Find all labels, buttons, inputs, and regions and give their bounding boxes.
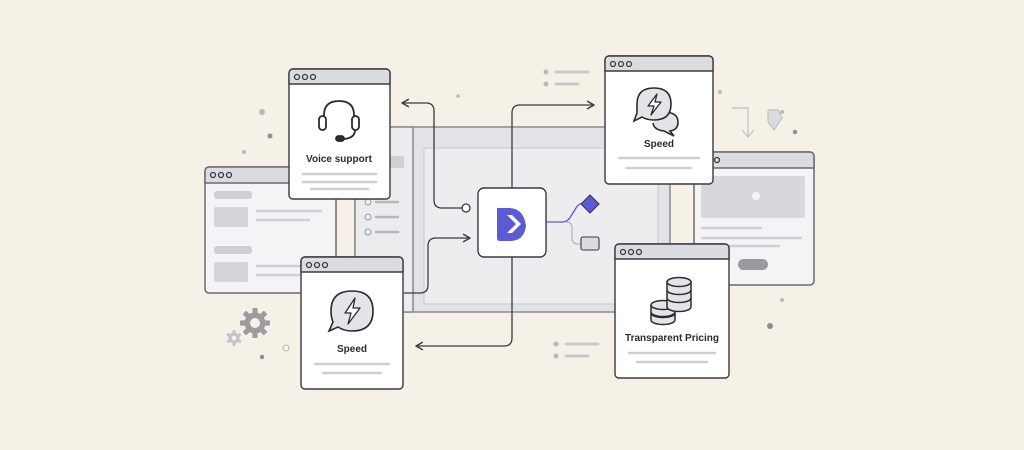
mini-flowchart <box>546 194 600 251</box>
window-controls <box>619 248 643 256</box>
connector-node <box>461 203 471 213</box>
speed-bottom-label: Speed <box>337 344 367 355</box>
window-controls <box>293 73 317 81</box>
transparent-pricing-card: Transparent Pricing <box>614 243 730 379</box>
process-box-icon <box>580 236 600 251</box>
speed-bottom-card: Speed <box>300 256 404 390</box>
decorative-dashes <box>554 70 600 358</box>
window-controls <box>305 261 329 269</box>
lightning-chat-icon <box>632 87 679 137</box>
coin-stack-icon <box>650 276 692 326</box>
connector-lines <box>401 98 595 351</box>
voice-support-label: Voice support <box>306 154 373 165</box>
decorative-dots <box>242 69 798 360</box>
voice-support-card: Voice support <box>288 68 391 200</box>
window-controls <box>609 60 633 68</box>
lightning-chat-icon <box>327 290 374 333</box>
download-arrow-icon <box>732 107 783 138</box>
decision-diamond-icon <box>580 194 600 214</box>
headset-icon <box>318 100 360 142</box>
speed-top-label: Speed <box>644 139 674 150</box>
transparent-pricing-label: Transparent Pricing <box>625 333 719 344</box>
gear-icon <box>240 308 270 338</box>
speed-top-card: Speed <box>604 55 714 185</box>
small-gear-icon <box>226 330 242 346</box>
brand-logo-icon <box>497 208 526 241</box>
hub-logo-tile <box>477 187 547 258</box>
